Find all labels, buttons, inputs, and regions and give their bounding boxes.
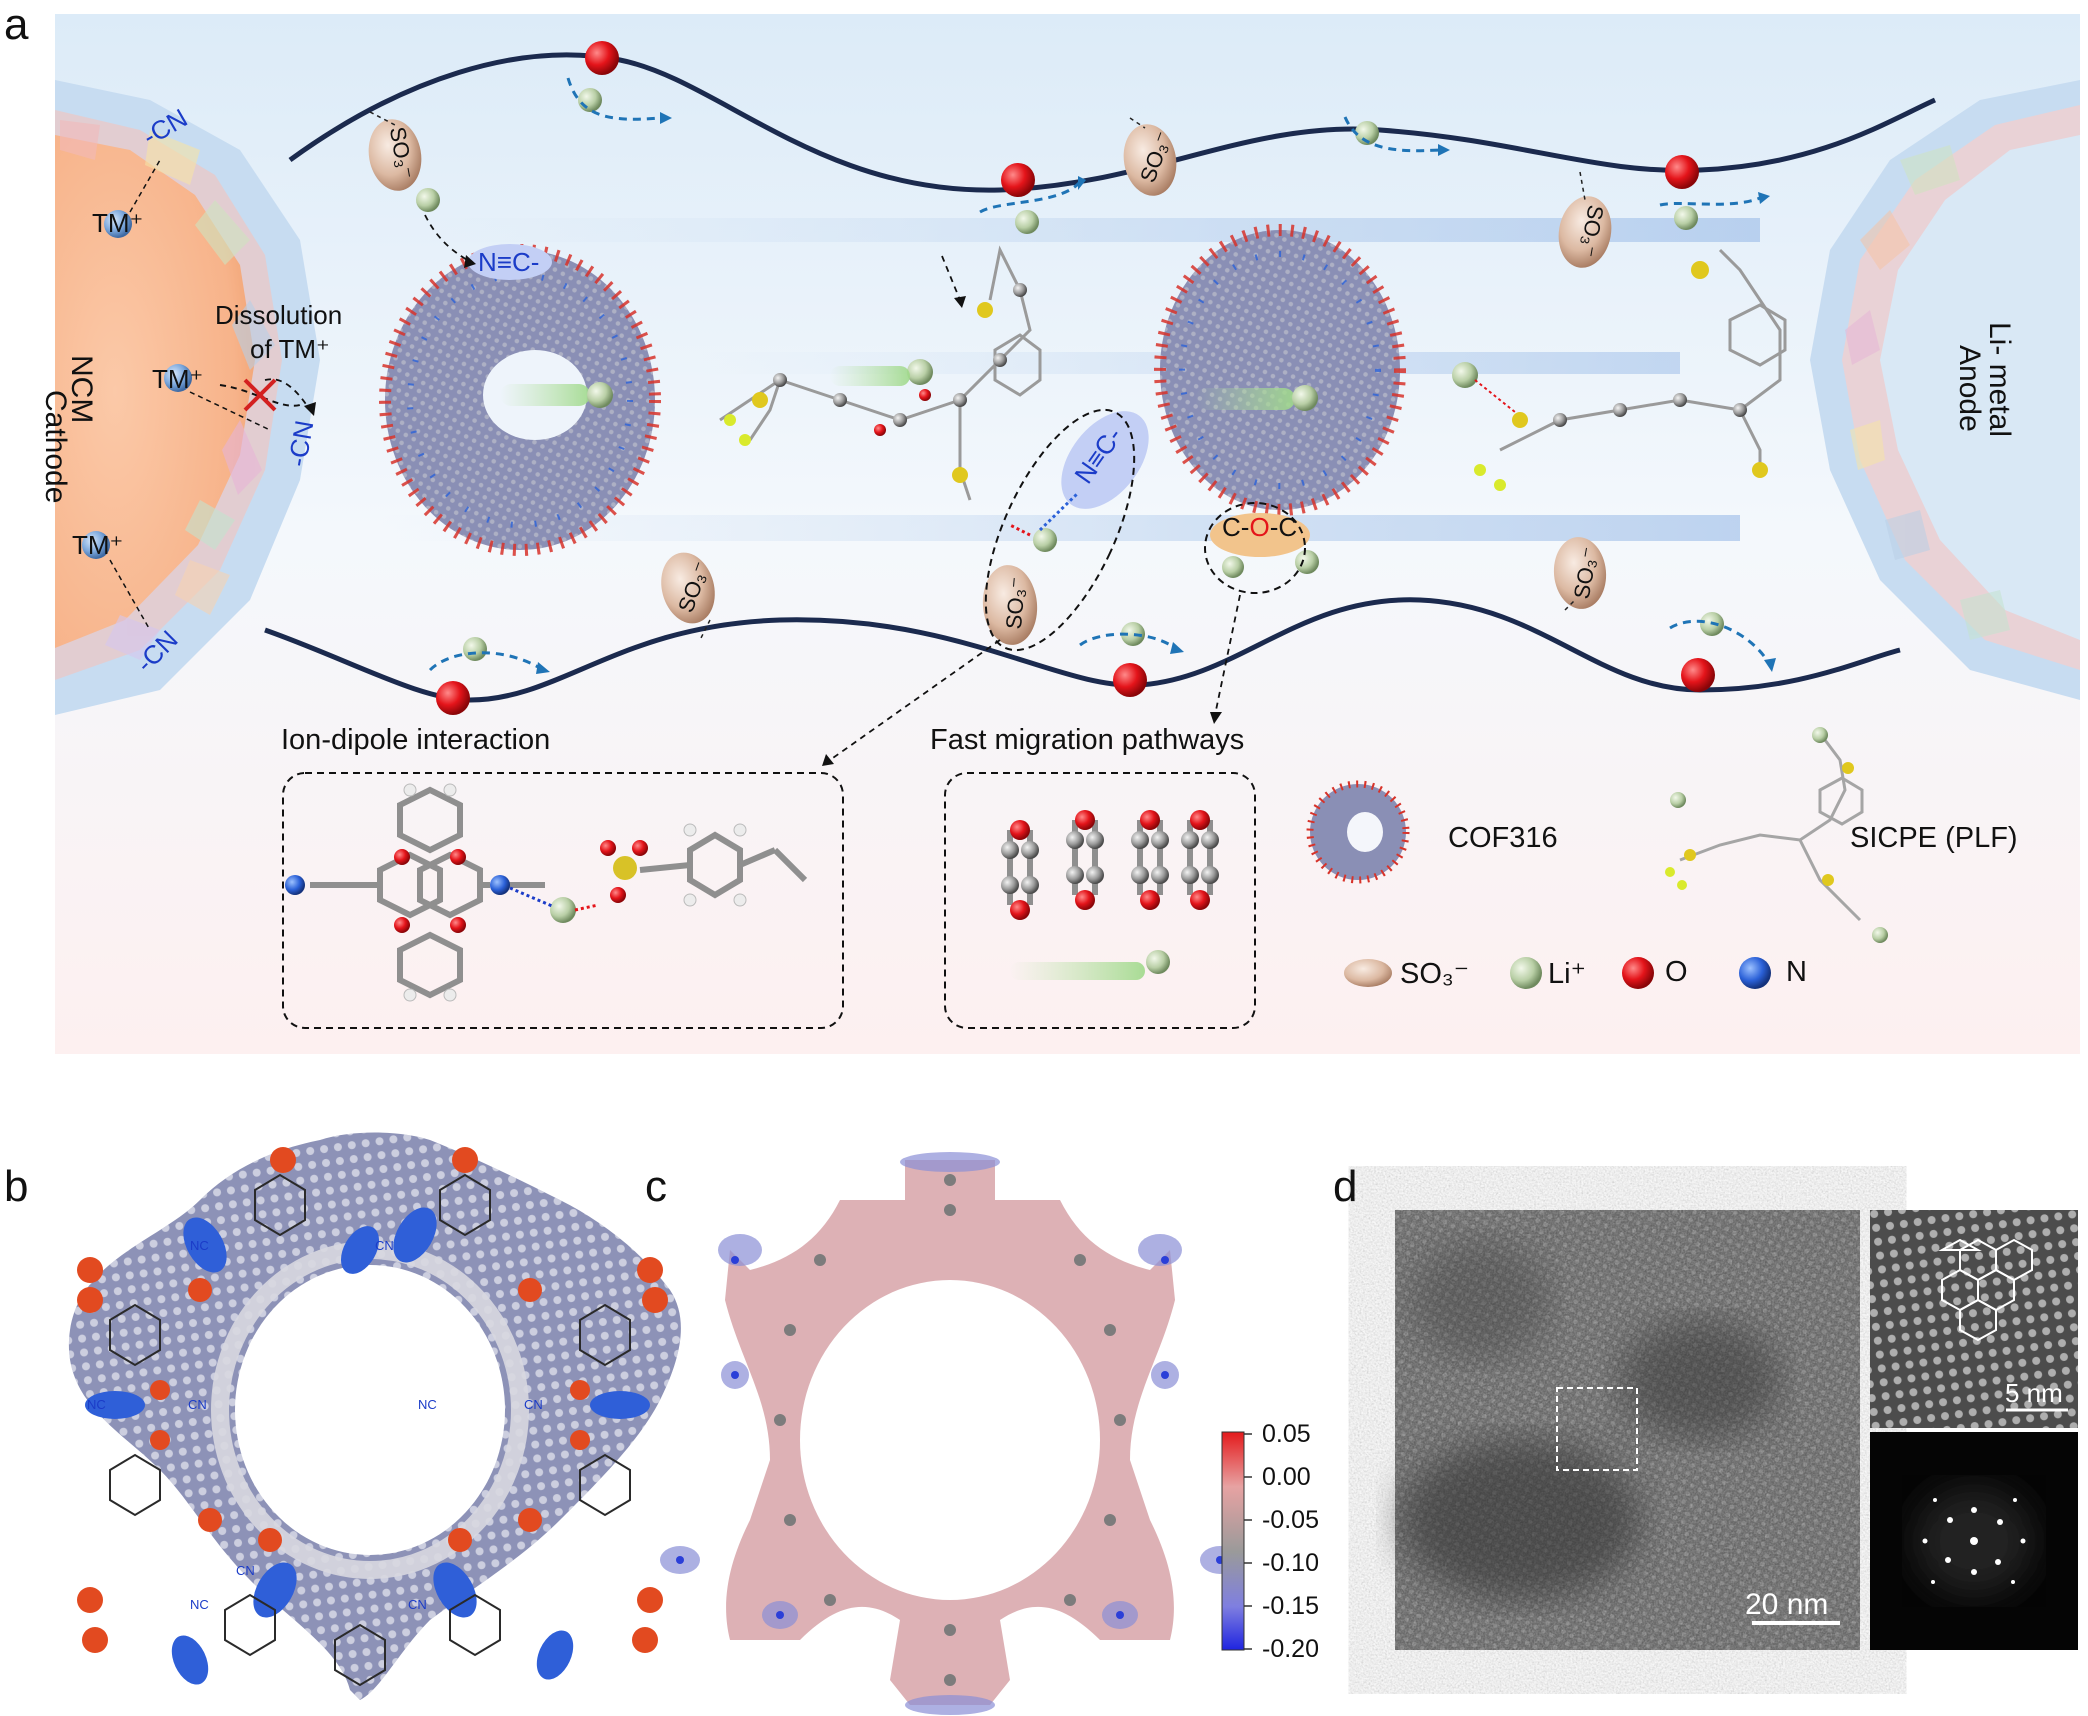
oxygen-sphere bbox=[585, 41, 619, 75]
legend-so3-label: SO₃⁻ bbox=[1400, 958, 1470, 990]
colorbar-tick: -0.05 bbox=[1262, 1506, 1319, 1534]
panel-c-esp-map bbox=[660, 1152, 1240, 1715]
legend-sicpe-label: SICPE (PLF) bbox=[1850, 822, 2018, 854]
fast-migration-box bbox=[944, 772, 1256, 1029]
panel-b-nc-label: NC bbox=[87, 1397, 106, 1412]
panel-b-cn-label: CN bbox=[375, 1238, 394, 1253]
cathode-material-label: NCM bbox=[65, 355, 98, 424]
coc-bubble bbox=[1210, 513, 1310, 557]
colorbar-tick: 0.05 bbox=[1262, 1420, 1311, 1448]
so3-group bbox=[368, 119, 1612, 645]
dissolution-label: Dissolution bbox=[215, 300, 343, 330]
sicpe-atoms-center bbox=[724, 283, 1027, 483]
legend-cof-icon bbox=[1306, 780, 1410, 884]
colorbar-tick: -0.20 bbox=[1262, 1635, 1319, 1663]
panel-label-a: a bbox=[4, 0, 29, 49]
ion-dipole-box bbox=[282, 772, 844, 1029]
migration-stream bbox=[380, 515, 1740, 541]
cof-block-left bbox=[379, 244, 661, 556]
tm-ion bbox=[82, 531, 110, 559]
panel-b-cof-pore bbox=[68, 1132, 681, 1700]
tm-label: TM⁺ bbox=[92, 208, 144, 238]
legend-li-icon bbox=[1510, 957, 1542, 989]
panel-b-cn-label: CN bbox=[188, 1397, 207, 1412]
ion-dipole-highlight bbox=[984, 408, 1136, 652]
cathode-particle bbox=[55, 80, 320, 715]
legend-n-icon bbox=[1739, 957, 1771, 989]
legend-cof-label: COF316 bbox=[1448, 822, 1558, 854]
tm-ion bbox=[164, 364, 192, 392]
tem-main-image bbox=[1395, 1210, 1860, 1650]
oxygen-sphere bbox=[1665, 155, 1699, 189]
sicpe-atoms-right bbox=[1452, 261, 1768, 491]
oxygen-sphere bbox=[436, 681, 470, 715]
coc-carbon-1: C bbox=[1222, 512, 1241, 542]
legend-o-label: O bbox=[1665, 956, 1688, 988]
nitrile-bubble bbox=[1061, 411, 1149, 509]
nitrile-label: N≡C- bbox=[478, 247, 540, 277]
oxygen-sphere bbox=[1681, 658, 1715, 692]
panel-b-cn-label: CN bbox=[524, 1397, 543, 1412]
panel-label-d: d bbox=[1333, 1162, 1358, 1211]
tm-label: TM⁺ bbox=[72, 530, 124, 560]
ion-dipole-molecule bbox=[285, 783, 808, 1002]
legend-sicpe-icon bbox=[1679, 739, 1864, 922]
panel-label-b: b bbox=[4, 1162, 29, 1211]
anode-label: Anode bbox=[1953, 345, 1986, 432]
tm-label: TM⁺ bbox=[152, 364, 204, 394]
tem-selection-box bbox=[1556, 1387, 1638, 1471]
migration-stream bbox=[420, 218, 1760, 242]
coc-carbon-2: C bbox=[1278, 512, 1298, 542]
oxygen-sphere bbox=[1113, 663, 1147, 697]
so3-label: SO₃⁻ bbox=[1000, 575, 1031, 631]
colorbar-tick: -0.10 bbox=[1262, 1549, 1319, 1577]
legend-so3-icon bbox=[1344, 959, 1392, 987]
panel-b-cn-label: CN bbox=[236, 1563, 255, 1578]
fast-migration-molecule bbox=[1001, 810, 1219, 980]
panel-b-cn-label: CN bbox=[408, 1597, 427, 1612]
legend-li-label: Li⁺ bbox=[1548, 958, 1586, 990]
tem-scale-label: 20 nm bbox=[1745, 1588, 1829, 1621]
anode-particle bbox=[1810, 80, 2080, 700]
colorbar-tick: -0.15 bbox=[1262, 1592, 1319, 1620]
tem-inset-top bbox=[1870, 1210, 2078, 1428]
ion-dipole-title: Ion-dipole interaction bbox=[281, 724, 551, 756]
fft-inset bbox=[1870, 1432, 2078, 1650]
coc-label: C-O-C bbox=[1222, 512, 1298, 542]
coc-oxygen: O bbox=[1249, 512, 1270, 542]
legend-n-label: N bbox=[1786, 956, 1807, 988]
tm-ion bbox=[104, 210, 132, 238]
colorbar-tick: 0.00 bbox=[1262, 1463, 1311, 1491]
panel-b-nc-label: NC bbox=[190, 1597, 209, 1612]
migration-highlight bbox=[1204, 502, 1306, 594]
panel-b-nc-label: NC bbox=[418, 1397, 437, 1412]
dissolution-label-2: of TM⁺ bbox=[250, 334, 330, 364]
tem-inset-scale-label: 5 nm bbox=[2005, 1378, 2063, 1408]
cof-block-right bbox=[1154, 224, 1406, 516]
oxygen-sphere bbox=[1001, 163, 1035, 197]
fast-migration-title: Fast migration pathways bbox=[930, 724, 1245, 756]
li-migration-arrows bbox=[428, 77, 1772, 672]
panel-b-nc-label: NC bbox=[190, 1238, 209, 1253]
panel-label-c: c bbox=[645, 1162, 667, 1211]
legend-o-icon bbox=[1622, 957, 1654, 989]
anode-metal-label: Li- metal bbox=[1983, 322, 2016, 438]
nitrile-bubble bbox=[468, 244, 552, 280]
colorbar bbox=[1221, 1431, 1245, 1651]
